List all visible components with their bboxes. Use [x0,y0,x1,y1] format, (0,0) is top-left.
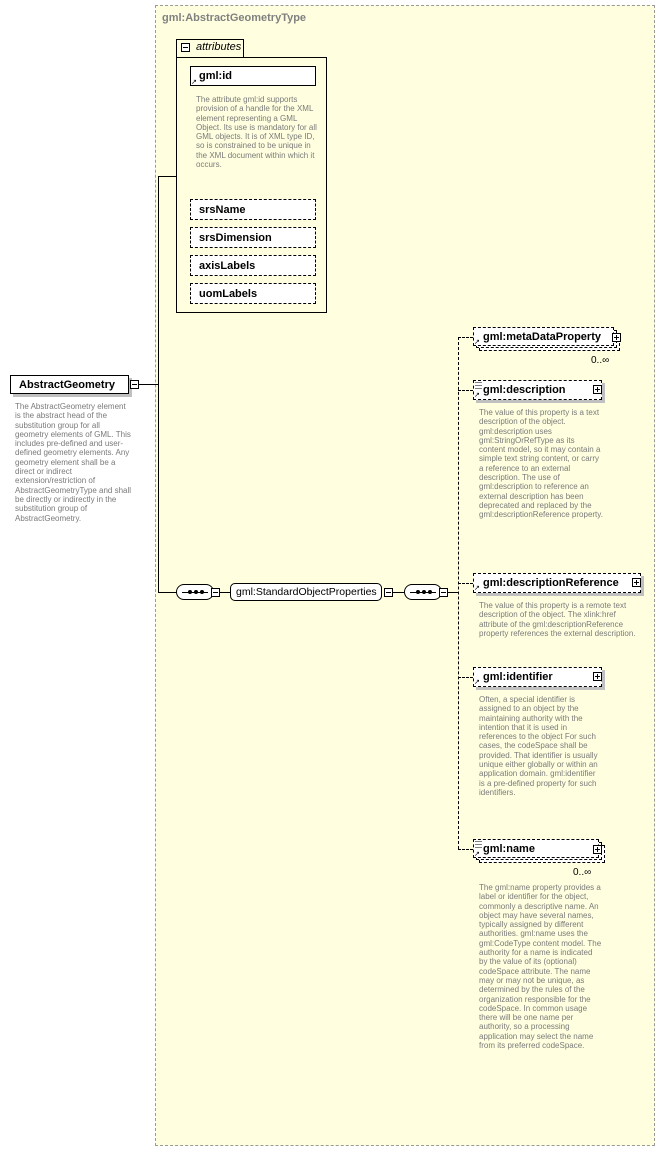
root-element-description: The AbstractGeometry element is the abst… [15,402,132,523]
occurrence-label: 0..∞ [591,355,610,366]
attribute-label: srsDimension [199,231,272,244]
element-label: gml:descriptionReference [483,577,619,589]
attribute-label: axisLabels [199,259,256,272]
attribute-label: srsName [199,203,246,216]
reference-arrow-icon: ↗ [191,79,197,86]
content-lines-icon: ——— [475,838,482,851]
sequence-compositor-icon[interactable] [404,584,442,600]
connector [158,176,177,177]
collapse-icon[interactable] [384,588,393,597]
reference-arrow-icon: ↗ [474,392,480,399]
reference-arrow-icon: ↗ [474,339,480,346]
element-name[interactable]: gml:name [473,839,599,858]
expand-icon[interactable] [593,672,602,681]
attribute-uomlabels[interactable]: uomLabels [190,283,316,304]
collapse-icon[interactable] [130,380,139,389]
element-description-text: The gml:name property provides a label o… [479,883,602,1051]
attributes-label: attributes [196,41,242,53]
reference-arrow-icon: ↗ [474,585,480,592]
attribute-axislabels[interactable]: axisLabels [190,255,316,276]
collapse-icon[interactable] [211,588,220,597]
element-identifier[interactable]: gml:identifier [473,667,602,687]
connector [220,592,230,593]
element-descriptionreference[interactable]: gml:descriptionReference [473,573,641,593]
content-lines-icon: ——— [475,379,482,392]
collapse-icon[interactable] [181,43,190,52]
connector [458,337,473,338]
reference-arrow-icon: ↗ [474,851,480,858]
group-ref-box[interactable]: gml:StandardObjectProperties [230,583,382,601]
root-element-box[interactable]: AbstractGeometry [10,375,129,394]
element-description[interactable]: gml:description [473,380,602,400]
element-description-text: The value of this property is a remote t… [479,601,636,638]
element-label: gml:identifier [483,671,553,683]
attribute-gml-id[interactable]: gml:id [190,66,316,86]
attribute-label: uomLabels [199,287,258,300]
element-label: gml:description [483,384,566,396]
attributes-tab [176,39,244,58]
attribute-description: The attribute gml:id supports provision … [196,95,317,170]
element-label: gml:metaDataProperty [483,330,601,343]
connector [458,337,459,849]
connector [458,677,473,678]
connector [393,592,404,593]
connector [448,592,458,593]
element-label: gml:name [483,842,535,855]
connector [158,176,159,592]
connector [158,592,177,593]
attribute-label: gml:id [199,70,232,82]
group-ref-label: gml:StandardObjectProperties [236,586,377,598]
connector [458,390,473,391]
element-description-text: Often, a special identifier is assigned … [479,695,598,797]
connector [458,583,473,584]
collapse-icon[interactable] [439,588,448,597]
connector [458,849,473,850]
expand-icon[interactable] [612,333,621,342]
expand-icon[interactable] [593,845,602,854]
root-element-label: AbstractGeometry [19,378,115,391]
reference-arrow-icon: ↗ [474,679,480,686]
sequence-compositor-icon[interactable] [176,584,214,600]
attribute-srsdimension[interactable]: srsDimension [190,227,316,248]
occurrence-label: 0..∞ [573,867,592,878]
complex-type-title: gml:AbstractGeometryType [162,12,307,24]
element-metadataproperty[interactable]: gml:metaDataProperty [473,327,614,346]
expand-icon[interactable] [632,578,641,587]
expand-icon[interactable] [593,385,602,394]
attribute-srsname[interactable]: srsName [190,199,316,220]
connector [139,384,158,385]
element-description-text: The value of this property is a text des… [479,408,603,520]
